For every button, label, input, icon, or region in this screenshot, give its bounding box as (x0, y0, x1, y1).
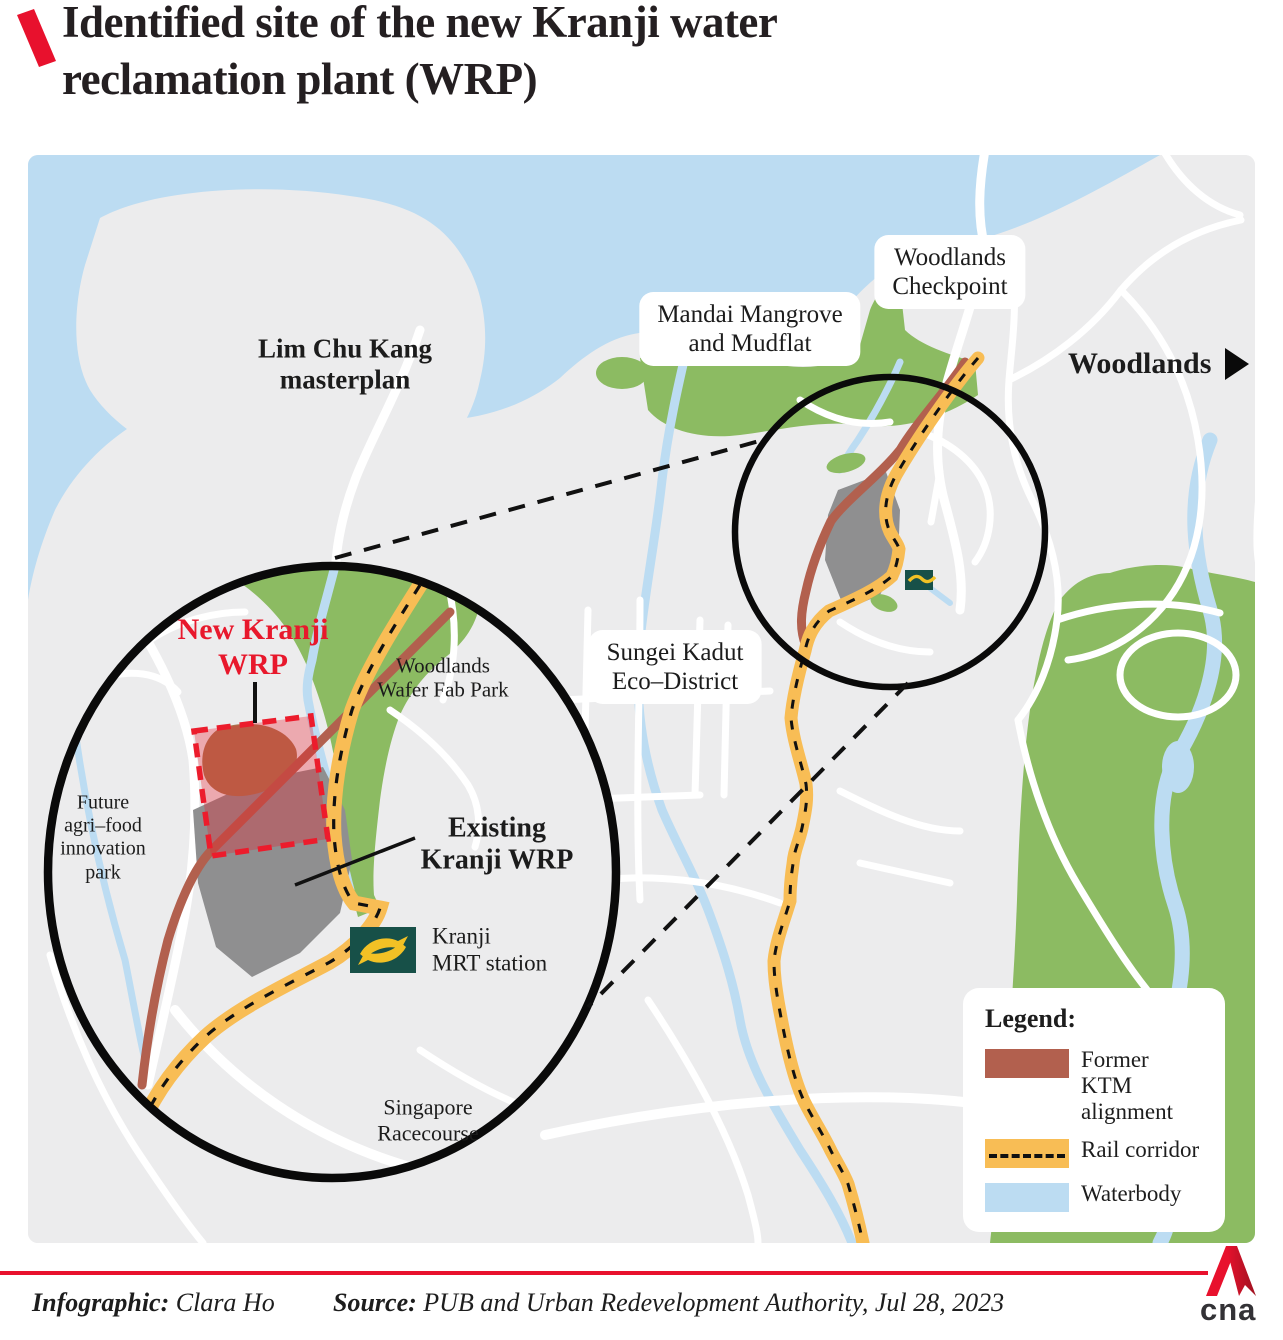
arrow-right-icon (1225, 348, 1250, 381)
map-panel: Lim Chu Kang masterplan Mandai Mangrove … (28, 155, 1255, 1243)
label-woodlands-text: Woodlands (1068, 347, 1212, 380)
infographic-author: Clara Ho (175, 1288, 275, 1317)
legend-item-ktm: Former KTM alignment (985, 1047, 1205, 1124)
ktm-yard-area (202, 723, 297, 797)
ktm-alignment-path (797, 357, 970, 651)
label-kranji-mrt: Kranji MRT station (432, 923, 548, 975)
detail-rail-orange (135, 566, 440, 1130)
rail-corridor-path (767, 351, 985, 1243)
magnifier-circle (43, 561, 621, 1183)
infographic-label: Infographic: (32, 1288, 170, 1317)
label-sungei-kadut: Sungei Kadut Eco–District (588, 630, 762, 704)
label-existing-kranji-wrp: Existing Kranji WRP (420, 812, 574, 876)
legend-swatch-ktm (985, 1049, 1069, 1078)
source-label: Source: (333, 1288, 417, 1317)
footer-rule (0, 1271, 1208, 1275)
label-singapore-racecourse: Singapore Racecourse (377, 1094, 479, 1145)
pointer-existing-wrp (294, 836, 416, 887)
label-future-agri-park: Future agri–food innovation park (60, 791, 146, 884)
legend-item-water: Waterbody (985, 1181, 1205, 1213)
legend-swatch-rail (985, 1139, 1069, 1169)
legend-label-water: Waterbody (1081, 1181, 1182, 1207)
label-woodlands-checkpoint: Woodlands Checkpoint (874, 235, 1026, 309)
locator-circle (731, 373, 1049, 691)
title-accent-mark-icon (17, 9, 56, 67)
legend-item-rail: Rail corridor (985, 1137, 1205, 1169)
legend-label-rail: Rail corridor (1081, 1137, 1200, 1163)
sungei-river (633, 330, 857, 1243)
existing-wrp-area (193, 767, 352, 977)
label-new-kranji-wrp: New Kranji WRP (177, 613, 329, 681)
mangrove-patch-west (596, 357, 648, 389)
cna-logo-icon (1206, 1246, 1256, 1296)
label-wafer-fab-park: Woodlands Wafer Fab Park (377, 653, 509, 702)
page-title-line2: reclamation plant (WRP) (62, 53, 538, 104)
legend-title: Legend: (985, 1004, 1076, 1033)
page-title: Identified site of the new Kranji water r… (62, 0, 1152, 107)
cna-logo: cna (1198, 1244, 1262, 1334)
cna-logo-text: cna (1200, 1292, 1257, 1327)
infographic-credit: Infographic: Clara Ho (32, 1288, 275, 1318)
source-text: PUB and Urban Redevelopment Authority, J… (423, 1288, 1005, 1317)
detail-circle-content (48, 566, 616, 1178)
page-title-line1: Identified site of the new Kranji water (62, 0, 778, 47)
new-wrp-site (190, 712, 332, 860)
detail-ktm-path (137, 607, 455, 1090)
mandai-mangrove-green (640, 283, 978, 437)
roads (46, 155, 1255, 1243)
smrt-logo-mini-icon (905, 570, 953, 606)
green-patch-small-2 (870, 594, 898, 612)
legend-swatch-water (985, 1183, 1069, 1213)
label-lim-chu-kang: Lim Chu Kang masterplan (257, 333, 433, 395)
zoom-connector-lines (334, 438, 910, 1009)
river-pond-1 (1162, 741, 1194, 793)
smrt-logo-icon (350, 927, 416, 973)
label-woodlands: Woodlands (1068, 347, 1250, 382)
green-patch-small-1 (826, 452, 866, 474)
legend-label-ktm: Former KTM alignment (1081, 1047, 1173, 1124)
detail-stream-west (66, 686, 149, 1064)
label-mandai-mangrove: Mandai Mangrove and Mudflat (639, 292, 861, 366)
source-credit: Source: PUB and Urban Redevelopment Auth… (333, 1288, 1004, 1318)
legend: Legend: Former KTM alignment Rail corrid… (963, 988, 1225, 1233)
